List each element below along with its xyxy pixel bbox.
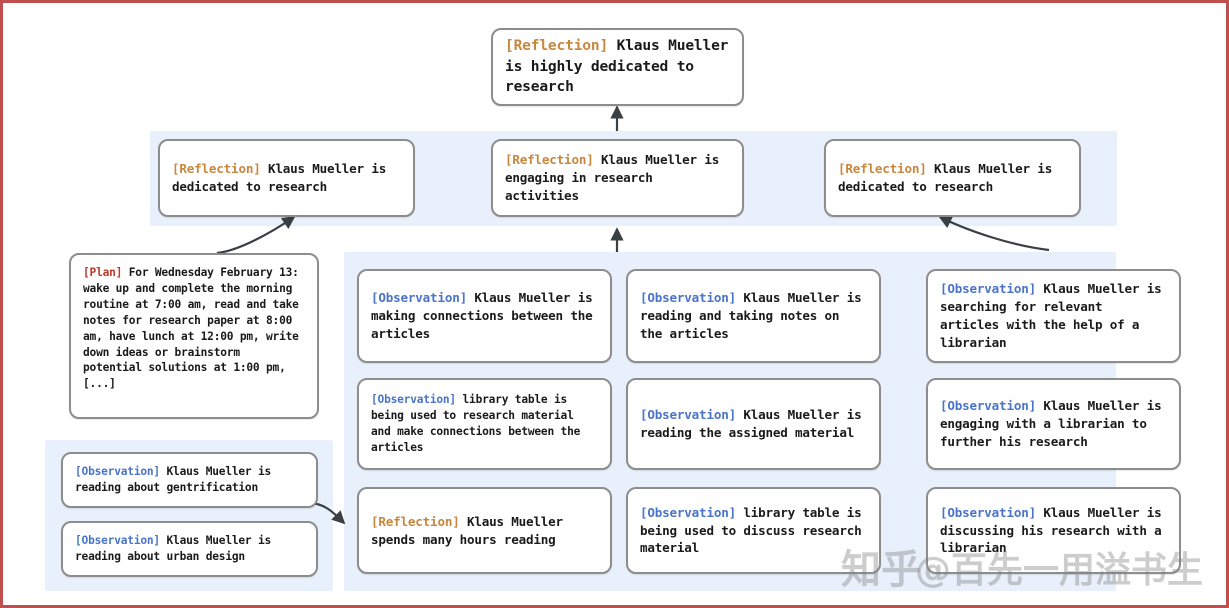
node-plan-text: [Plan] For Wednesday February 13: wake u… xyxy=(83,265,305,392)
observation-tag: [Observation] xyxy=(640,504,736,520)
reflection-tag: [Reflection] xyxy=(505,36,609,54)
node-col2-observation-2[interactable]: [Observation] Klaus Mueller is reading t… xyxy=(626,378,881,470)
node-root-reflection-body: Klaus Mueller is highly dedicated to res… xyxy=(505,36,737,96)
node-plan[interactable]: [Plan] For Wednesday February 13: wake u… xyxy=(69,253,319,419)
node-col2-observation-2-body: Klaus Mueller is reading the assigned ma… xyxy=(640,407,869,440)
node-observation-left-1[interactable]: [Observation] Klaus Mueller is reading a… xyxy=(61,452,318,508)
node-col3-observation-2-text: [Observation] Klaus Mueller is engaging … xyxy=(940,397,1167,451)
node-col3-observation-1-body: Klaus Mueller is searching for relevant … xyxy=(940,281,1169,350)
node-col3-observation-3[interactable]: [Observation] Klaus Mueller is discussin… xyxy=(926,487,1181,574)
node-col1-observation-2-body: library table is being used to research … xyxy=(371,393,587,454)
observation-tag: [Observation] xyxy=(75,534,160,548)
node-observation-left-2-text: [Observation] Klaus Mueller is reading a… xyxy=(75,533,304,565)
plan-tag: [Plan] xyxy=(83,266,123,279)
observation-tag: [Observation] xyxy=(940,281,1036,297)
node-observation-left-1-body: Klaus Mueller is reading about gentrific… xyxy=(75,465,278,494)
node-reflection-right[interactable]: [Reflection] Klaus Mueller is dedicated … xyxy=(824,139,1081,217)
node-col2-observation-2-text: [Observation] Klaus Mueller is reading t… xyxy=(640,406,867,442)
node-col1-observation-1[interactable]: [Observation] Klaus Mueller is making co… xyxy=(357,269,612,363)
node-reflection-left-body: Klaus Mueller is dedicated to research xyxy=(172,161,394,194)
node-col3-observation-1-text: [Observation] Klaus Mueller is searching… xyxy=(940,280,1167,352)
node-col3-observation-2[interactable]: [Observation] Klaus Mueller is engaging … xyxy=(926,378,1181,470)
node-col1-observation-2[interactable]: [Observation] library table is being use… xyxy=(357,378,612,470)
node-col2-observation-3[interactable]: [Observation] library table is being use… xyxy=(626,487,881,574)
reflection-tag: [Reflection] xyxy=(172,161,261,177)
node-col1-observation-2-text: [Observation] library table is being use… xyxy=(371,392,598,456)
reflection-tag: [Reflection] xyxy=(838,161,927,177)
node-reflection-center-text: [Reflection] Klaus Mueller is engaging i… xyxy=(505,151,730,205)
node-col1-reflection-text: [Reflection] Klaus Mueller spends many h… xyxy=(371,513,598,549)
node-reflection-center[interactable]: [Reflection] Klaus Mueller is engaging i… xyxy=(491,139,744,217)
observation-tag: [Observation] xyxy=(640,290,736,306)
node-col1-observation-1-text: [Observation] Klaus Mueller is making co… xyxy=(371,289,598,343)
node-col2-observation-3-text: [Observation] library table is being use… xyxy=(640,504,867,558)
node-col1-observation-1-body: Klaus Mueller is making connections betw… xyxy=(371,290,600,341)
observation-tag: [Observation] xyxy=(371,290,467,306)
node-observation-left-2[interactable]: [Observation] Klaus Mueller is reading a… xyxy=(61,521,318,577)
observation-tag: [Observation] xyxy=(940,504,1036,520)
node-plan-body: For Wednesday February 13: wake up and c… xyxy=(83,266,306,391)
node-col2-observation-1-body: Klaus Mueller is reading and taking note… xyxy=(640,290,869,341)
node-col1-reflection-body: Klaus Mueller spends many hours reading xyxy=(371,513,571,547)
node-root-reflection-text: [Reflection] Klaus Mueller is highly ded… xyxy=(505,36,730,98)
node-col2-observation-1[interactable]: [Observation] Klaus Mueller is reading a… xyxy=(626,269,881,363)
observation-tag: [Observation] xyxy=(640,407,736,423)
node-reflection-left[interactable]: [Reflection] Klaus Mueller is dedicated … xyxy=(158,139,415,217)
node-observation-left-1-text: [Observation] Klaus Mueller is reading a… xyxy=(75,464,304,496)
node-col1-reflection[interactable]: [Reflection] Klaus Mueller spends many h… xyxy=(357,487,612,574)
node-col2-observation-1-text: [Observation] Klaus Mueller is reading a… xyxy=(640,289,867,343)
reflection-tag: [Reflection] xyxy=(505,152,594,168)
node-reflection-right-body: Klaus Mueller is dedicated to research xyxy=(838,161,1060,194)
node-reflection-right-text: [Reflection] Klaus Mueller is dedicated … xyxy=(838,160,1067,196)
node-col3-observation-3-text: [Observation] Klaus Mueller is discussin… xyxy=(940,504,1167,558)
node-observation-left-2-body: Klaus Mueller is reading about urban des… xyxy=(75,534,278,563)
observation-tag: [Observation] xyxy=(940,398,1036,414)
reflection-tag: [Reflection] xyxy=(371,513,460,529)
node-reflection-left-text: [Reflection] Klaus Mueller is dedicated … xyxy=(172,160,401,196)
node-reflection-center-body: Klaus Mueller is engaging in research ac… xyxy=(505,152,727,203)
node-root-reflection[interactable]: [Reflection] Klaus Mueller is highly ded… xyxy=(491,28,744,106)
observation-tag: [Observation] xyxy=(371,393,456,407)
node-col3-observation-1[interactable]: [Observation] Klaus Mueller is searching… xyxy=(926,269,1181,363)
node-col3-observation-3-body: Klaus Mueller is discussing his research… xyxy=(940,504,1169,556)
node-col2-observation-3-body: library table is being used to discuss r… xyxy=(640,504,869,556)
observation-tag: [Observation] xyxy=(75,465,160,479)
node-col3-observation-2-body: Klaus Mueller is engaging with a librari… xyxy=(940,398,1169,449)
